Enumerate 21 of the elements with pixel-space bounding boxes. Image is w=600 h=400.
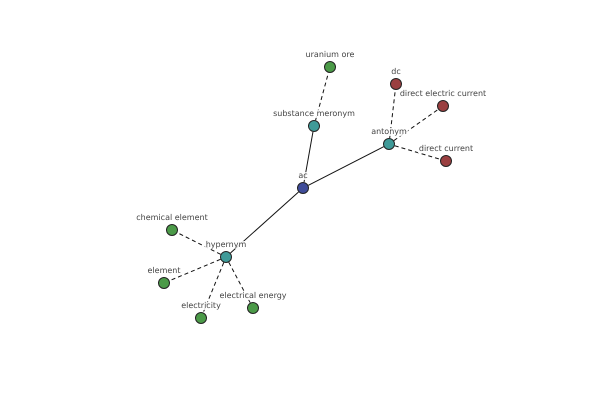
connector-line — [228, 262, 251, 304]
connector-line — [394, 145, 441, 160]
connector-line — [393, 108, 439, 142]
node-label: direct current — [418, 145, 474, 153]
node-label: dc — [390, 68, 402, 76]
node-label: antonym — [370, 128, 408, 136]
connector-line — [230, 192, 300, 254]
connector-line — [308, 146, 384, 186]
connector-line — [176, 232, 222, 255]
node-label: hypernym — [204, 241, 248, 249]
node-label: uranium ore — [304, 51, 356, 59]
node-label: ac — [297, 172, 309, 180]
node-label: electrical energy — [218, 292, 288, 300]
connector-line — [304, 131, 314, 183]
connector-line — [202, 262, 224, 313]
node-label: electricity — [180, 302, 222, 310]
node-label: substance meronym — [272, 110, 356, 118]
node-label: element — [146, 267, 182, 275]
node-label: chemical element — [135, 214, 209, 222]
node-label: direct electric current — [398, 90, 488, 98]
connector-line — [169, 258, 221, 282]
